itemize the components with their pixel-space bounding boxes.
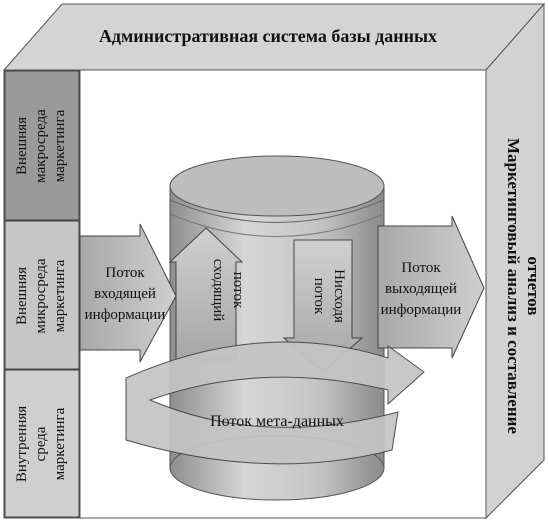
incoming-flow-arrow — [79, 223, 177, 363]
ascending-flow-line1: сходящий — [210, 259, 226, 322]
left-panel-macro-line2: макросреда — [33, 109, 49, 183]
left-panel-micro-line3: маркетинга — [52, 259, 68, 332]
page-title: Административная система базы данных — [99, 26, 437, 46]
left-panel-internal-line2: среда — [33, 426, 49, 461]
left-panel-macro-line3: маркетинга — [52, 109, 68, 182]
meta-flow-arrow — [125, 341, 425, 465]
left-panel-internal — [4, 369, 80, 518]
left-panel-internal-line1: Внутренняя — [14, 406, 30, 482]
incoming-flow-line3: информации — [85, 307, 166, 323]
left-panel-micro-line1: Внешняя — [14, 267, 30, 325]
descending-flow-line2: поток — [311, 278, 327, 315]
outgoing-flow-line3: информации — [381, 302, 462, 318]
left-panel-micro-line2: микросреда — [33, 258, 49, 333]
incoming-flow-line1: Поток — [105, 265, 145, 281]
incoming-flow-line2: входящей — [94, 286, 156, 302]
ascending-flow-arrow — [168, 227, 244, 361]
left-panel-macro-line1: Внешняя — [14, 117, 30, 175]
left-panel-internal-line3: маркетинга — [52, 407, 68, 480]
outgoing-flow-line2: выходящей — [385, 281, 457, 297]
right-panel-line1: Маркетинговый анализ и составление — [504, 138, 523, 434]
descending-flow-line1: Нисходя — [331, 269, 347, 323]
left-panel-macro — [4, 70, 80, 221]
meta-flow-label: Поток мета-данных — [210, 413, 344, 430]
outgoing-flow-line1: Поток — [401, 260, 441, 276]
right-panel-line2: отчетов — [524, 256, 543, 315]
ascending-flow-line2: поток — [230, 272, 246, 309]
left-panel-micro — [4, 220, 80, 370]
